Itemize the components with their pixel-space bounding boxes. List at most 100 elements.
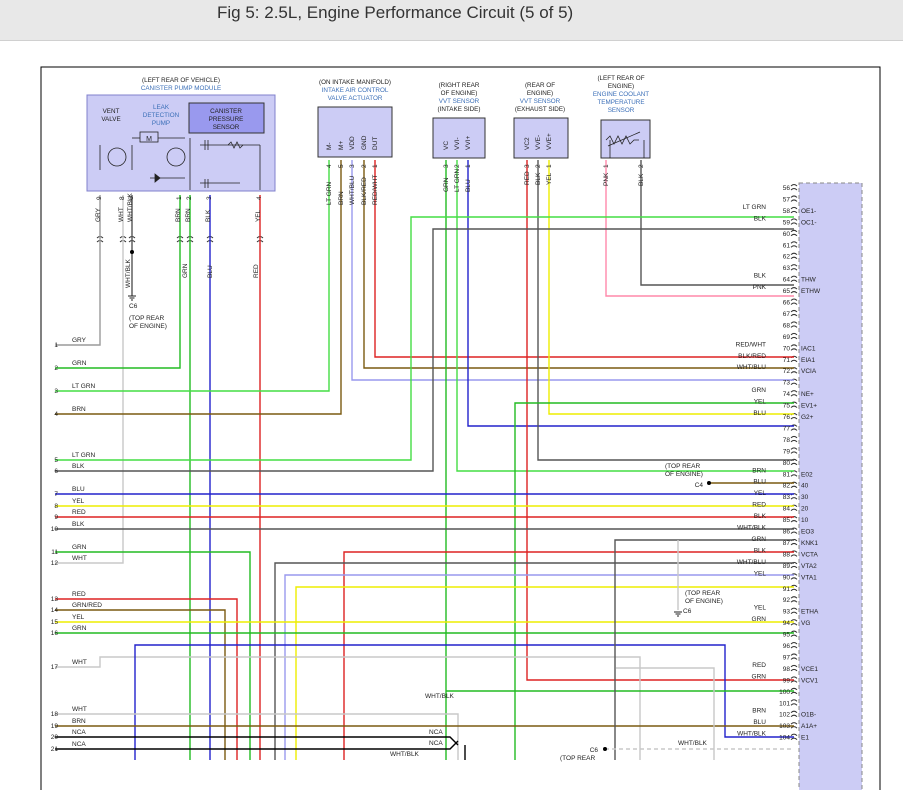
connector-symbol bbox=[790, 687, 798, 695]
left-pin-number: 12 bbox=[51, 560, 59, 567]
vvt-intake-title-line: OF ENGINE) bbox=[441, 90, 478, 97]
iacv-pin-number: 4 bbox=[326, 164, 333, 168]
vvt-intake-title-line: VVT SENSOR bbox=[439, 98, 480, 105]
iacv-title-line: (ON INTAKE MANIFOLD) bbox=[319, 79, 391, 86]
left-pin-color: BLK bbox=[72, 521, 85, 528]
vertical-wire-label: GRN bbox=[182, 263, 189, 278]
left-pin-color: GRY bbox=[72, 337, 87, 344]
ecm-pin-number: 95 bbox=[783, 632, 791, 639]
ecm-pin-number: 62 bbox=[783, 254, 791, 261]
left-pin-number: 13 bbox=[51, 596, 59, 603]
ecm-pin-terminal: 10 bbox=[801, 517, 809, 524]
wire-grn-2 bbox=[55, 195, 181, 369]
ecm-pin-number: 80 bbox=[783, 460, 791, 467]
vvt-exhaust-pin-number: 1 bbox=[546, 164, 553, 168]
iacv-pin-number: 2 bbox=[361, 164, 368, 168]
ground-location: (TOP REAR bbox=[665, 463, 700, 470]
wire-yel-75 bbox=[548, 160, 794, 415]
wire-brn-4 bbox=[55, 160, 342, 415]
ecm-pin-number: 98 bbox=[783, 666, 791, 673]
ecm-pin-terminal: VTA2 bbox=[801, 563, 817, 570]
left-pin-color: NCA bbox=[72, 729, 86, 736]
ecm-pin-number: 81 bbox=[783, 471, 791, 478]
ect-title-line: (LEFT REAR OF bbox=[597, 75, 644, 82]
wire-whtblu-72 bbox=[351, 160, 794, 381]
vvt-intake-pin-color: LT GRN bbox=[454, 168, 461, 192]
ecm-pin-number: 86 bbox=[783, 529, 791, 536]
ecm-pin-terminal: E1 bbox=[801, 735, 809, 742]
ecm-pin-color: YEL bbox=[754, 570, 767, 577]
ecm-pin-number: 71 bbox=[783, 357, 791, 364]
canister-pin-number: 8 bbox=[119, 196, 126, 200]
left-pin-color: BRN bbox=[72, 406, 86, 413]
ecm-pin-color: BLU bbox=[753, 719, 766, 726]
vvt-intake-title-line: (RIGHT REAR bbox=[439, 82, 480, 89]
ecm-pin-color: BLU bbox=[753, 479, 766, 486]
ect-pin-color: BLK bbox=[638, 173, 645, 186]
ecm-pin-number: 75 bbox=[783, 403, 791, 410]
vvt-intake-pin-number: 2 bbox=[454, 164, 461, 168]
ecm-pin-number: 84 bbox=[783, 506, 791, 513]
ecm-pin-number: 70 bbox=[783, 345, 791, 352]
left-pin-number: 19 bbox=[51, 723, 59, 730]
canister-title-line: (LEFT REAR OF VEHICLE) bbox=[142, 77, 220, 84]
vvt-intake-pin-name: VVI- bbox=[454, 137, 461, 150]
ecm-pin-terminal: VCTA bbox=[801, 551, 819, 558]
iacv-pin-name: GND bbox=[361, 135, 368, 150]
connector-symbol bbox=[790, 241, 798, 248]
canister-title-line: CANISTER PUMP MODULE bbox=[141, 85, 221, 92]
iacv-pin-number: 3 bbox=[349, 164, 356, 168]
connector-symbol bbox=[790, 710, 798, 718]
wire-red-98 bbox=[526, 160, 794, 681]
connector-symbol bbox=[790, 653, 798, 660]
left-pin-color: YEL bbox=[72, 614, 85, 621]
connector-symbol bbox=[790, 584, 798, 592]
connector-symbol bbox=[790, 332, 798, 340]
wire-grn-74 bbox=[514, 402, 794, 760]
connector-symbol bbox=[790, 229, 798, 237]
ect-title-line: TEMPERATURE bbox=[597, 99, 644, 106]
ecm-pin-terminal: E02 bbox=[801, 471, 813, 478]
pressure-sensor-label: SENSOR bbox=[213, 124, 240, 131]
ground-label: C6 bbox=[590, 747, 599, 754]
connector-symbol bbox=[790, 218, 798, 225]
ecm-pin-color: PNK bbox=[753, 284, 767, 291]
connector-symbol bbox=[790, 676, 798, 683]
ecm-pin-number: 64 bbox=[783, 277, 791, 284]
ecm-pin-number: 74 bbox=[783, 391, 791, 398]
ecm-pin-terminal: VG bbox=[801, 620, 810, 627]
ecm-pin-number: 92 bbox=[783, 597, 791, 604]
ecm-pin-terminal: NE+ bbox=[801, 391, 814, 398]
left-pin-color: LT GRN bbox=[72, 452, 96, 459]
ecm-pin-terminal: 30 bbox=[801, 494, 809, 501]
left-pin-color: WHT bbox=[72, 555, 87, 562]
wire-ltgrn-3 bbox=[55, 160, 330, 392]
vvt-intake-pin-number: 1 bbox=[465, 164, 472, 168]
ecm-pin-number: 102 bbox=[779, 712, 790, 719]
ecm-pin-number: 85 bbox=[783, 517, 791, 524]
left-pin-color: WHT bbox=[72, 706, 87, 713]
canister-pin-number: 4 bbox=[256, 196, 263, 200]
left-pin-color: LT GRN bbox=[72, 383, 96, 390]
ecm-pin-color: WHT/BLK bbox=[737, 525, 767, 532]
wire-ltgrn-vvi bbox=[456, 160, 794, 472]
ecm-pin-number: 73 bbox=[783, 380, 791, 387]
wire-yel-90 bbox=[295, 586, 794, 760]
canister-pin-number: 1 bbox=[176, 196, 183, 200]
ground-symbol bbox=[674, 611, 682, 617]
vertical-wire-label: RED bbox=[253, 264, 260, 278]
ecm-pin-color: YEL bbox=[754, 490, 767, 497]
left-pin-color: BLU bbox=[72, 486, 85, 493]
ecm-pin-color: BLK bbox=[754, 513, 767, 520]
ecm-module bbox=[798, 182, 863, 790]
ecm-pin-color: WHT/BLU bbox=[737, 559, 767, 566]
iacv-pin-number: 5 bbox=[338, 164, 345, 168]
ecm-pin-number: 87 bbox=[783, 540, 791, 547]
vvt-exhaust-title-line: (REAR OF bbox=[525, 82, 555, 89]
ecm-pin-color: LT GRN bbox=[743, 204, 767, 211]
vvt-exhaust-pin-name: VC2 bbox=[524, 137, 531, 150]
wire-label: NCA bbox=[429, 740, 443, 747]
vvt-intake-pin-color: GRN bbox=[443, 177, 450, 192]
ground-location: (TOP REAR bbox=[685, 590, 720, 597]
splice-dot bbox=[707, 481, 711, 485]
